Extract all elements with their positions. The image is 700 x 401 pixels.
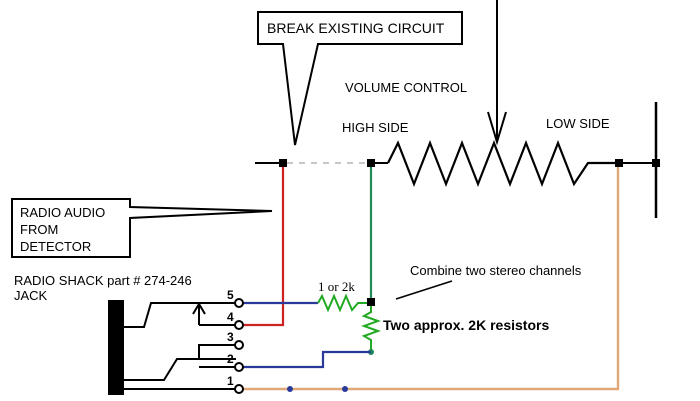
jack-label: JACK (14, 288, 48, 303)
radio-audio-label-line2: FROM (20, 222, 58, 237)
jack-pin-1 (234, 384, 244, 394)
two-resistors-label: Two approx. 2K resistors (383, 317, 549, 333)
high-side-label: HIGH SIDE (342, 120, 409, 135)
jack-pins (234, 298, 244, 394)
orange-splice-2 (342, 386, 348, 392)
low-side-terminal (615, 159, 623, 167)
low-side-label: LOW SIDE (546, 116, 610, 131)
pin-4-label: 4 (227, 310, 234, 324)
jack-part-label: RADIO SHACK part # 274-246 (14, 273, 192, 288)
ground-terminal (652, 159, 660, 167)
pin-1-label: 1 (227, 374, 234, 388)
resistor-value-label: 1 or 2k (318, 279, 355, 294)
jack-pin-2 (234, 362, 244, 372)
break-right-terminal (367, 159, 375, 167)
jack-pin-3 (234, 340, 244, 350)
jack-pin-4 (234, 320, 244, 330)
red-wire (242, 167, 285, 327)
orange-splice-1 (287, 386, 293, 392)
pin-2-label: 2 (227, 352, 234, 366)
break-circuit-callout (257, 11, 463, 146)
wiper-arrow-head (487, 111, 507, 146)
resistor-2k (361, 306, 381, 352)
jack-contacts (124, 302, 236, 390)
jack-pin-5 (234, 298, 244, 308)
blue-wire-pin2 (242, 350, 371, 369)
volume-control-label: VOLUME CONTROL (345, 80, 467, 95)
radio-audio-callout (11, 198, 273, 258)
jack-body (108, 300, 124, 395)
radio-audio-label-line1: RADIO AUDIO (20, 205, 105, 220)
orange-wire (242, 167, 620, 391)
volume-potentiometer (387, 139, 618, 188)
resistor-junction-node (367, 298, 375, 306)
radio-audio-label-line3: DETECTOR (20, 239, 91, 254)
pin-3-label: 3 (227, 330, 234, 344)
break-left-terminal (279, 159, 287, 167)
combine-channels-label: Combine two stereo channels (410, 263, 582, 278)
break-circuit-label: BREAK EXISTING CIRCUIT (267, 20, 445, 36)
resistor-1k (317, 293, 371, 313)
pin-5-label: 5 (227, 288, 234, 302)
combine-pointer (395, 280, 453, 300)
